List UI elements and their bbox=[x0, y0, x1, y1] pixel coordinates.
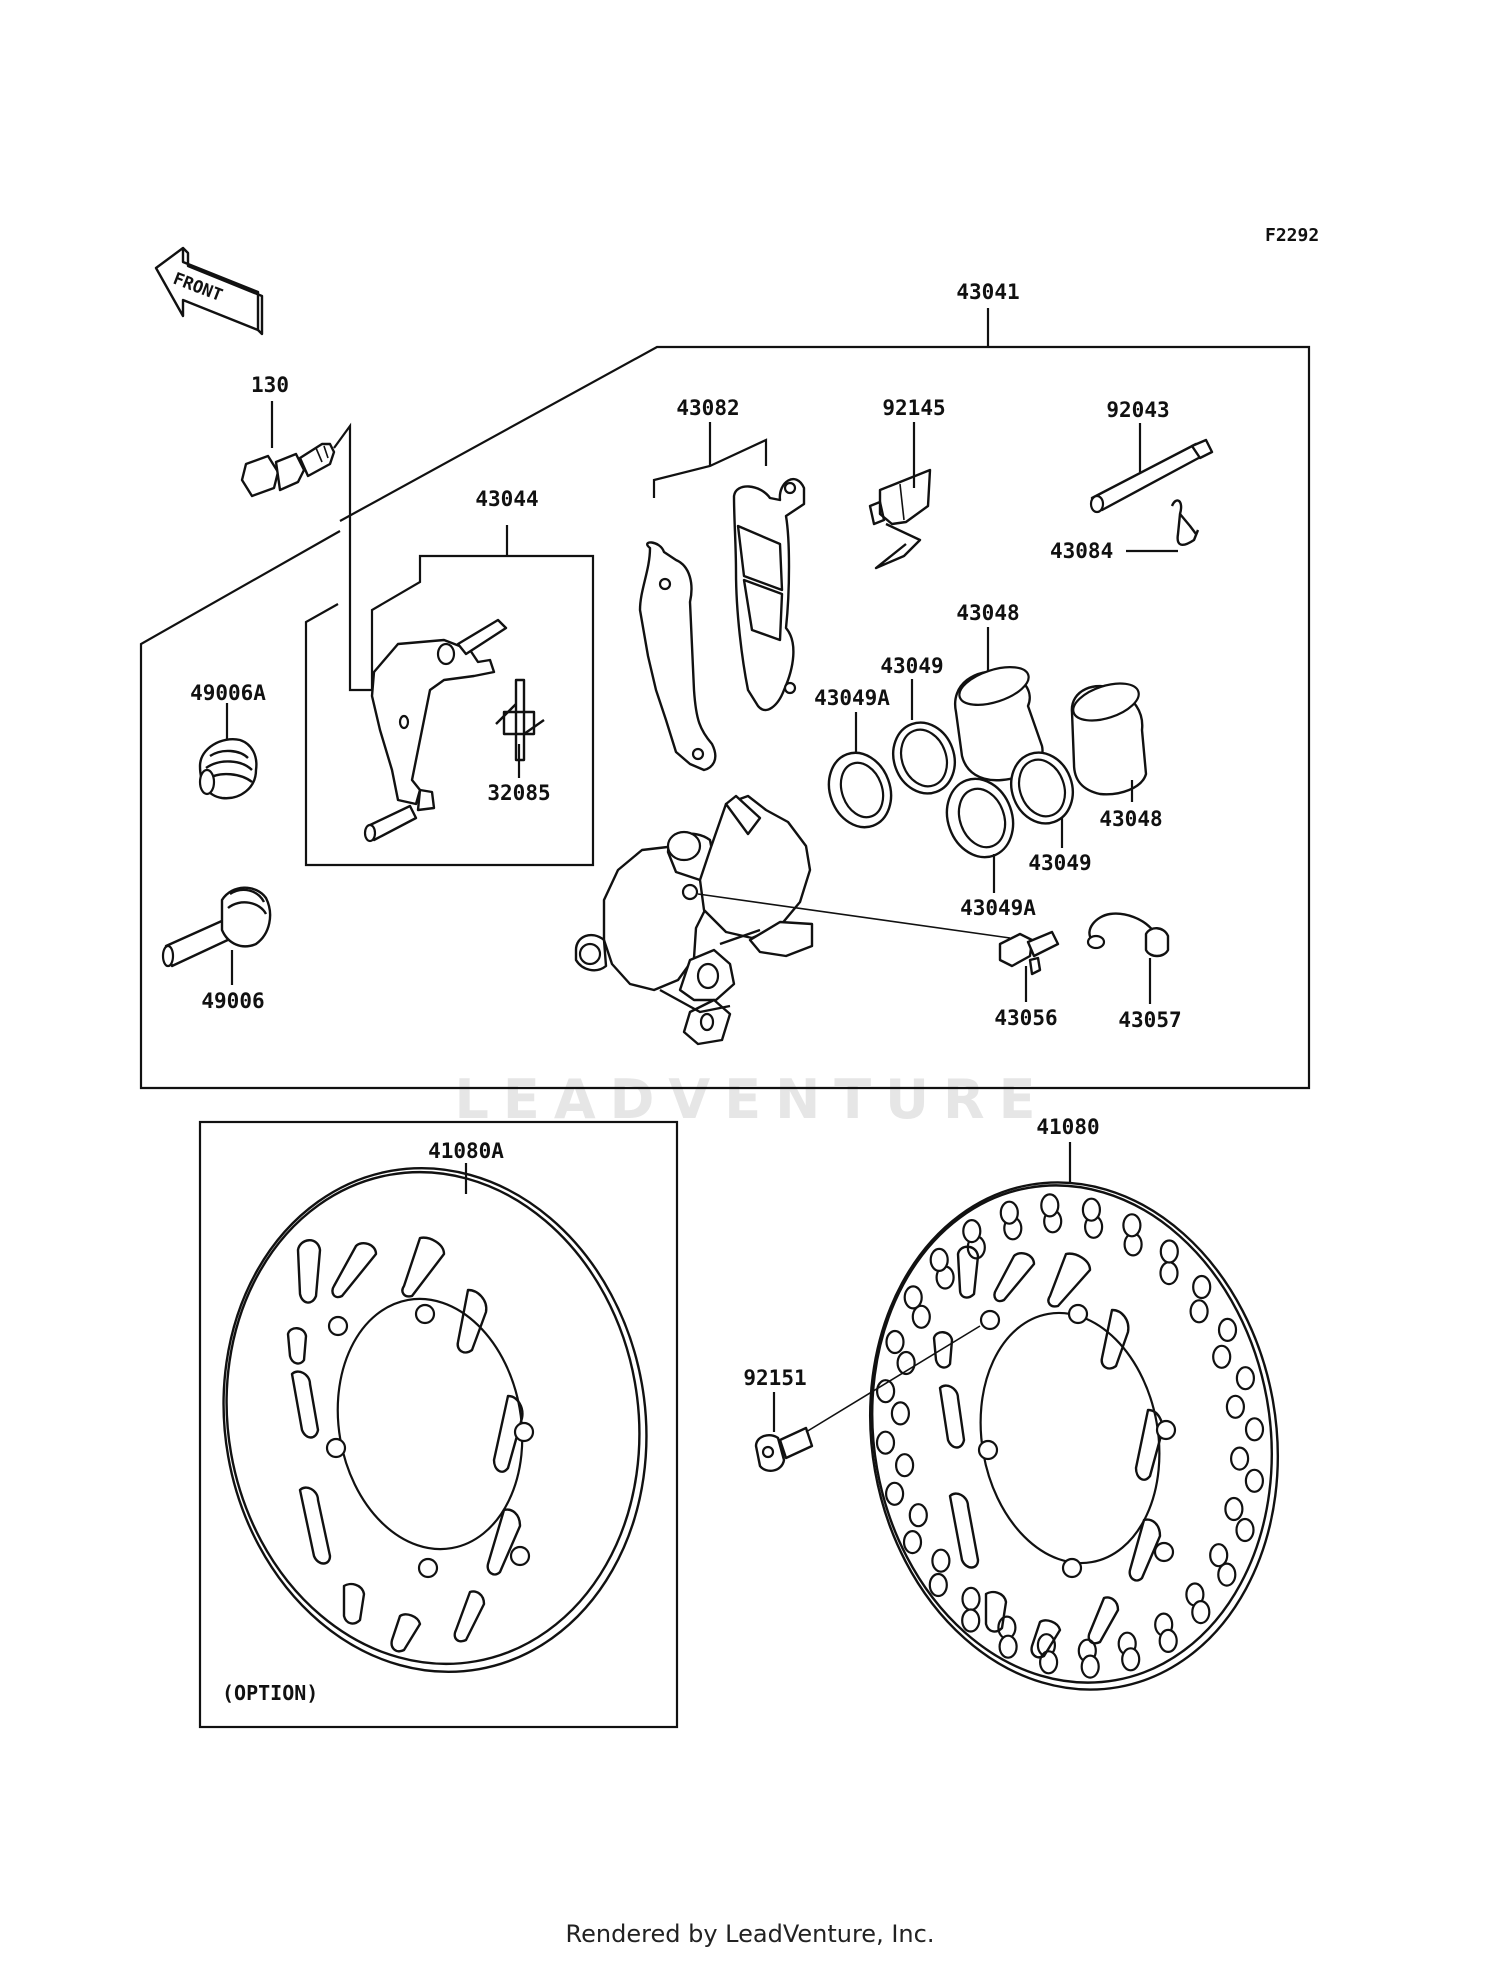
disc-drill-hole bbox=[1244, 1468, 1265, 1493]
label-43048-upper: 43048 bbox=[956, 601, 1019, 625]
label-43084: 43084 bbox=[1050, 539, 1113, 563]
pad-spring-92145 bbox=[868, 468, 932, 570]
disc-drill-hole bbox=[1081, 1197, 1102, 1222]
disc-drill-hole bbox=[894, 1453, 915, 1478]
boot-49006A bbox=[198, 738, 258, 800]
label-43041: 43041 bbox=[956, 280, 1019, 304]
disc-drill-hole bbox=[875, 1430, 896, 1455]
label-43049A-upper: 43049A bbox=[814, 686, 890, 710]
label-92043: 92043 bbox=[1106, 398, 1169, 422]
disc-drill-hole bbox=[1159, 1260, 1179, 1286]
caliper-bracket bbox=[363, 618, 508, 843]
disc-drill-hole bbox=[1217, 1317, 1238, 1343]
label-43049-upper: 43049 bbox=[880, 654, 943, 678]
seal-43049-upper bbox=[892, 721, 956, 795]
disc-drill-hole bbox=[1225, 1394, 1246, 1419]
disc-drill-hole bbox=[931, 1548, 951, 1573]
disc-drill-hole bbox=[1217, 1562, 1237, 1587]
disc-drill-hole bbox=[903, 1285, 923, 1310]
label-92145: 92145 bbox=[882, 396, 945, 420]
brake-disc-41080A bbox=[222, 1166, 648, 1674]
disc-drill-hole bbox=[908, 1503, 928, 1528]
disc-drill-hole bbox=[885, 1329, 905, 1355]
disc-drill-hole bbox=[1209, 1543, 1229, 1568]
pin-boot-49006 bbox=[161, 886, 272, 968]
pad-pin-92043 bbox=[1089, 438, 1214, 514]
label-130: 130 bbox=[251, 373, 289, 397]
disc-drill-hole bbox=[1159, 1239, 1179, 1264]
disc-drill-hole bbox=[1158, 1628, 1178, 1654]
watermark: LEADVENTURE bbox=[455, 1068, 1050, 1131]
label-41080: 41080 bbox=[1036, 1115, 1099, 1139]
brake-disc-41080 bbox=[869, 1181, 1279, 1691]
pin-clip-43084 bbox=[1170, 499, 1200, 546]
bolt-130 bbox=[240, 442, 336, 498]
label-41080A: 41080A bbox=[428, 1139, 504, 1163]
disc-drill-hole bbox=[961, 1608, 981, 1633]
disc-drill-hole bbox=[1122, 1213, 1142, 1238]
disc-drill-hole bbox=[962, 1218, 982, 1244]
caliper-assembly-outline: 43041 bbox=[139, 280, 1311, 1090]
disc-drill-hole bbox=[1224, 1496, 1244, 1522]
front-arrow-icon: FRONT bbox=[154, 246, 264, 336]
bracket-spring-32085 bbox=[495, 678, 545, 762]
figure-code: F2292 bbox=[1265, 225, 1319, 246]
label-49006A: 49006A bbox=[190, 681, 266, 705]
label-43049A-lower: 43049A bbox=[960, 896, 1036, 920]
disc-drill-hole bbox=[961, 1586, 981, 1612]
disc-drill-hole bbox=[1080, 1654, 1100, 1679]
disc-drill-hole bbox=[884, 1481, 905, 1506]
disc-drill-hole bbox=[999, 1200, 1019, 1225]
label-32085: 32085 bbox=[487, 781, 550, 805]
option-disc-box bbox=[198, 1120, 679, 1729]
disc-drill-hole bbox=[929, 1247, 949, 1273]
disc-drill-hole bbox=[902, 1529, 923, 1555]
disc-bolt-92151 bbox=[754, 1426, 814, 1472]
piston-43048-lower bbox=[1070, 682, 1148, 796]
disc-drill-hole bbox=[1212, 1344, 1232, 1369]
disc-drill-hole bbox=[890, 1401, 911, 1426]
caliper-body bbox=[574, 794, 814, 1046]
disc-drill-hole bbox=[1235, 1366, 1256, 1391]
label-43049-lower: 43049 bbox=[1028, 851, 1091, 875]
bleed-valve-43056 bbox=[998, 930, 1060, 976]
label-43082: 43082 bbox=[676, 396, 739, 420]
brake-pad-inner bbox=[638, 541, 717, 772]
disc-drill-hole bbox=[911, 1304, 931, 1329]
disc-drill-hole bbox=[1244, 1417, 1265, 1442]
disc-drill-hole bbox=[1121, 1647, 1141, 1672]
dust-seal-43049A-lower bbox=[945, 777, 1015, 859]
label-49006: 49006 bbox=[201, 989, 264, 1013]
label-43056: 43056 bbox=[994, 1006, 1057, 1030]
disc-drill-hole bbox=[1229, 1446, 1250, 1471]
disc-drill-hole bbox=[998, 1634, 1018, 1659]
label-43044: 43044 bbox=[475, 487, 538, 511]
seal-43049-lower bbox=[1010, 751, 1074, 825]
label-43057: 43057 bbox=[1118, 1008, 1181, 1032]
bleed-cap-43057 bbox=[1086, 912, 1170, 958]
dust-seal-43049A-upper bbox=[827, 751, 893, 829]
option-note: (OPTION) bbox=[222, 1681, 318, 1705]
disc-41080-holes bbox=[875, 1193, 1265, 1679]
disc-drill-hole bbox=[1189, 1299, 1209, 1324]
brake-pad-outer bbox=[732, 477, 806, 712]
disc-drill-hole bbox=[1038, 1650, 1059, 1675]
footer-credit: Rendered by LeadVenture, Inc. bbox=[565, 1920, 935, 1948]
label-92151: 92151 bbox=[743, 1366, 806, 1390]
disc-drill-hole bbox=[1192, 1274, 1212, 1300]
disc-drill-hole bbox=[1191, 1599, 1211, 1625]
piston-43048-upper bbox=[953, 666, 1044, 782]
disc-drill-hole bbox=[1235, 1517, 1255, 1543]
disc-drill-hole bbox=[1040, 1193, 1060, 1218]
bracket-subassembly-outline: 43044 bbox=[304, 487, 595, 867]
label-43048-lower: 43048 bbox=[1099, 807, 1162, 831]
disc-drill-hole bbox=[928, 1572, 948, 1598]
